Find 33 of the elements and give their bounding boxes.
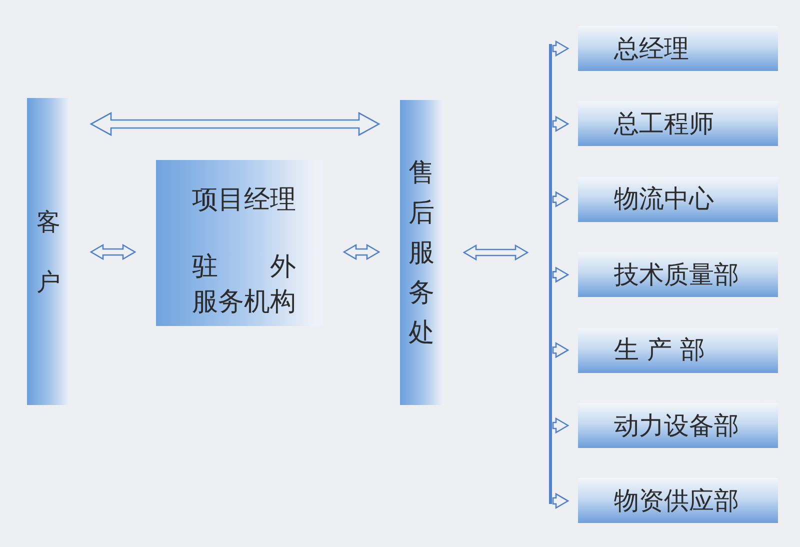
double-arrow [462, 244, 529, 261]
arrow [552, 492, 570, 510]
vertical-box [400, 100, 443, 405]
department-box [578, 252, 778, 298]
arrow [552, 40, 570, 57]
arrow [552, 266, 570, 283]
node-text: 总经理 [614, 32, 689, 64]
vertical-box [27, 98, 70, 405]
department-box [578, 328, 778, 373]
node-text: 物资供应部 [614, 484, 739, 517]
arrow [552, 191, 570, 208]
arrow [552, 417, 570, 434]
department-box [578, 101, 778, 146]
double-arrow [90, 112, 380, 136]
node-text: 技术质量部 [614, 258, 739, 291]
node-text: 生 产 部 [614, 334, 705, 366]
arrow [552, 342, 570, 358]
node-text: 总工程师 [614, 108, 714, 140]
double-arrow [342, 244, 380, 260]
department-box [578, 478, 778, 524]
department-box [578, 176, 778, 222]
node-text: 动力设备部 [614, 410, 739, 442]
node-text: 售后服务处 [408, 156, 434, 350]
double-arrow [90, 244, 136, 260]
department-box [578, 403, 778, 448]
box-title: 项目经理 [192, 184, 296, 217]
process-box [156, 160, 323, 326]
node-text: 物流中心 [614, 183, 714, 216]
box-text: 驻外服务机构 [192, 251, 297, 319]
node-text: 客户 [36, 206, 60, 298]
vertical-line [548, 44, 552, 504]
arrow [552, 116, 570, 132]
department-box [578, 26, 778, 71]
